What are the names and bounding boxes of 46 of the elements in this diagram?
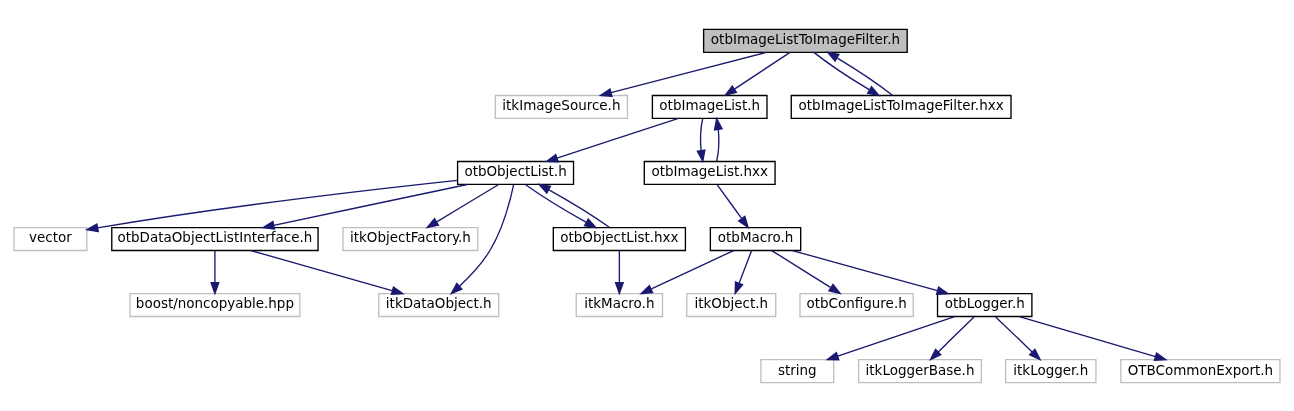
node-box: itkDataObject.h bbox=[378, 292, 500, 317]
node-box: vector bbox=[13, 226, 88, 251]
arrow bbox=[1018, 315, 1168, 361]
node-box: otbConfigure.h bbox=[799, 292, 914, 317]
arrow bbox=[614, 249, 625, 295]
arrow bbox=[210, 249, 220, 295]
node-box: otbObjectList.h bbox=[456, 160, 575, 185]
arrow bbox=[696, 117, 706, 163]
arrow bbox=[537, 183, 610, 228]
arrow bbox=[713, 116, 724, 162]
arrow bbox=[771, 249, 842, 294]
arrow bbox=[791, 249, 950, 295]
node-box: otbImageList.hxx bbox=[643, 160, 776, 185]
arrow bbox=[250, 249, 405, 295]
arrow bbox=[449, 183, 515, 295]
node-box: string bbox=[760, 358, 835, 383]
arrow bbox=[734, 249, 753, 295]
node-box: itkObject.h bbox=[686, 292, 777, 317]
node-box: otbDataObjectListInterface.h bbox=[111, 226, 319, 251]
arrow bbox=[716, 183, 750, 229]
arrow bbox=[813, 51, 881, 96]
node-box: OTBCommonExport.h bbox=[1120, 358, 1281, 383]
arrow bbox=[261, 183, 468, 230]
arrow bbox=[825, 50, 894, 96]
node-box: otbMacro.h bbox=[709, 226, 802, 251]
arrow bbox=[723, 51, 791, 96]
node-box: otbLogger.h bbox=[936, 292, 1033, 317]
arrow bbox=[825, 315, 956, 360]
arrow bbox=[544, 117, 680, 162]
arrow bbox=[425, 183, 500, 229]
node-box: itkLogger.h bbox=[1004, 358, 1097, 383]
arrow bbox=[524, 183, 598, 228]
arrow bbox=[598, 51, 767, 97]
node-box: boost/noncopyable.hpp bbox=[129, 292, 301, 317]
arrow bbox=[639, 249, 735, 294]
node-box: otbObjectList.hxx bbox=[552, 226, 687, 251]
node-box: itkImageSource.h bbox=[494, 94, 629, 119]
arrow bbox=[84, 179, 459, 232]
arrow bbox=[994, 315, 1042, 361]
node-box: otbImageListToImageFilter.h bbox=[702, 28, 908, 53]
node-box: otbImageList.h bbox=[651, 94, 768, 119]
node-box: itkLoggerBase.h bbox=[858, 358, 982, 383]
node-box: itkMacro.h bbox=[575, 292, 664, 317]
arrow bbox=[929, 315, 975, 361]
node-box: otbImageListToImageFilter.hxx bbox=[790, 94, 1012, 119]
node-box: itkObjectFactory.h bbox=[342, 226, 479, 251]
